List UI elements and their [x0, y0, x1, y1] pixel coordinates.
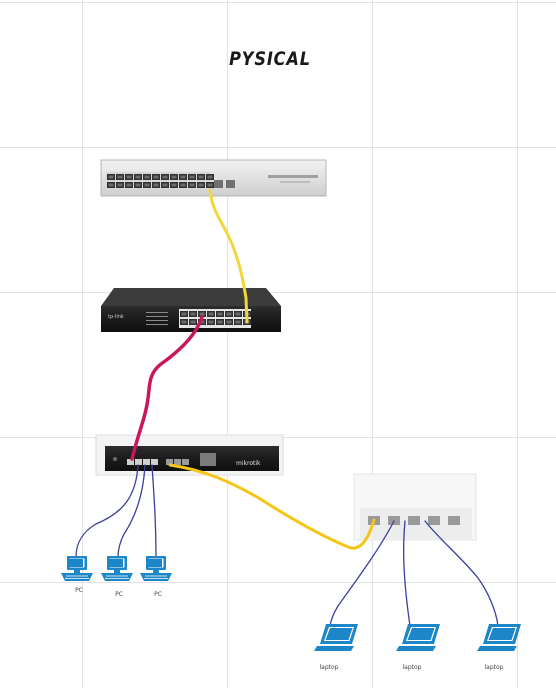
router-ports — [127, 459, 189, 465]
pc-icon — [100, 555, 134, 582]
laptop-icon — [396, 624, 440, 651]
router-brand: mikrotik — [236, 460, 261, 467]
pc-label: PC — [75, 587, 83, 594]
pc-icon — [60, 555, 94, 582]
laptop-label: laptop — [320, 664, 339, 671]
core-switch[interactable] — [100, 159, 327, 197]
laptop-label: laptop — [403, 664, 422, 671]
mikrotik-router[interactable]: mikrotik — [95, 434, 284, 476]
laptop-2[interactable]: laptop — [396, 624, 440, 671]
pc-icon — [139, 555, 173, 582]
lan-cable-yellow — [168, 463, 376, 550]
laptop-icon — [314, 624, 358, 651]
laptop-label: laptop — [485, 664, 504, 671]
page-title: PYSICAL — [229, 48, 311, 70]
pc-label: PC — [154, 591, 162, 598]
laptop-3[interactable]: laptop — [477, 624, 521, 671]
laptop-1[interactable]: laptop — [314, 624, 358, 671]
laptop-icon — [477, 624, 521, 651]
pc-2[interactable]: PC — [100, 555, 134, 598]
tp-link-switch-ports — [179, 309, 251, 328]
pc-label: PC — [115, 591, 123, 598]
small-switch[interactable] — [353, 473, 477, 541]
pc-1[interactable]: PC — [60, 555, 94, 594]
uplink-cable-magenta — [130, 315, 204, 461]
tp-link-switch[interactable]: tp-link — [101, 288, 281, 332]
pc-3[interactable]: PC — [139, 555, 173, 598]
cables — [75, 188, 499, 627]
uplink-cable-yellow — [208, 188, 249, 324]
tp-link-logo: tp-link — [108, 314, 124, 320]
